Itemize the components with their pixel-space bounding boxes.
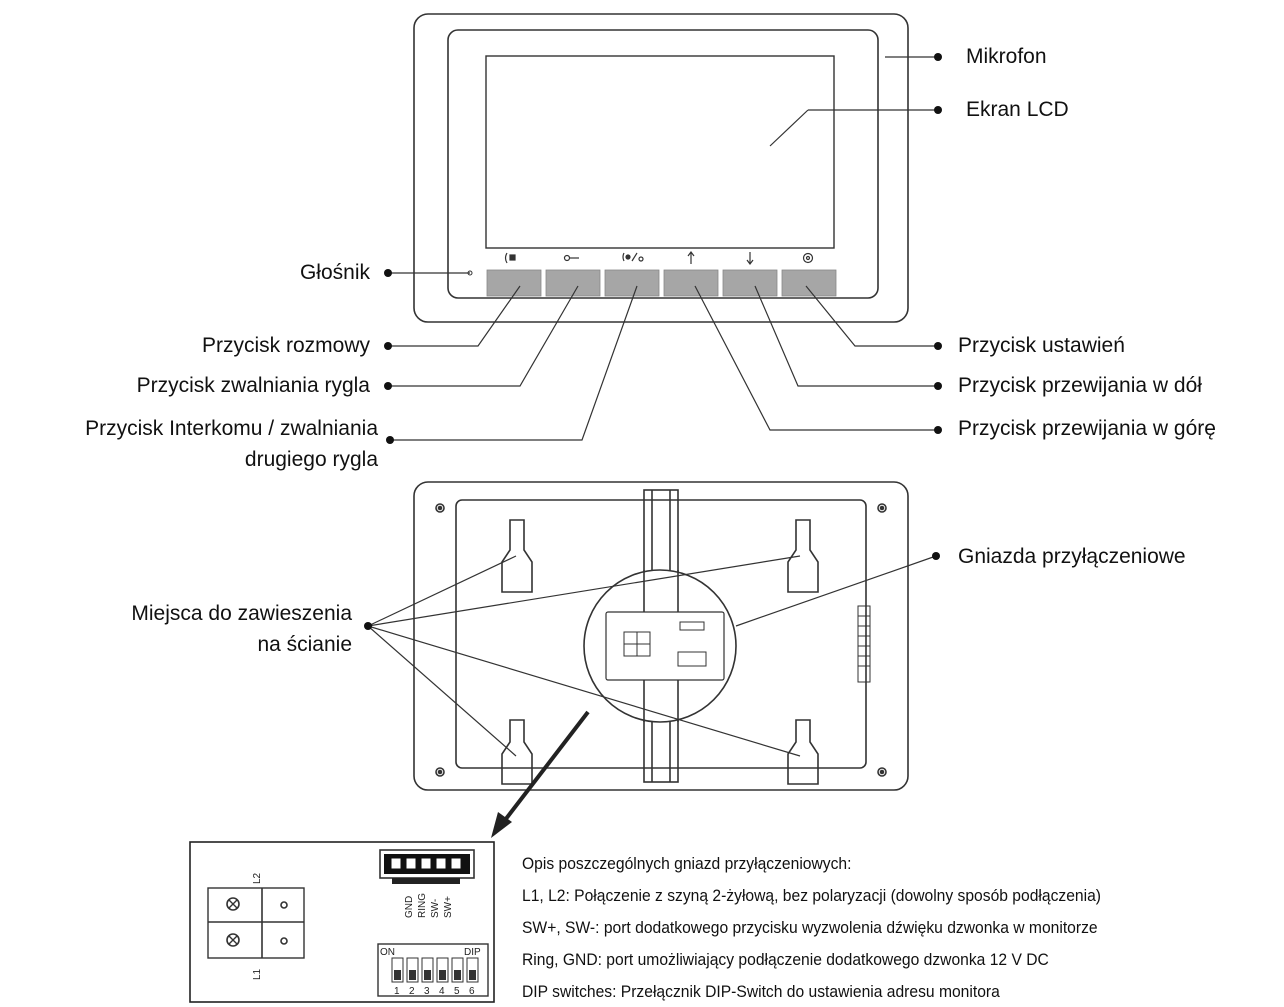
label-ekran-lcd: Ekran LCD [966, 98, 1069, 121]
intercom-button[interactable] [604, 269, 660, 297]
handset-icon [504, 252, 516, 264]
label-l2: L2 [252, 872, 263, 884]
settings-icon [802, 252, 814, 264]
arrow-down-icon [746, 252, 754, 265]
scroll-down-button[interactable] [722, 269, 778, 297]
description-line: DIP switches: Przełącznik DIP-Switch do … [522, 982, 1000, 1001]
label-przycisk-ustawien: Przycisk ustawień [958, 334, 1125, 357]
label-miejsca-zawieszenia: Miejsca do zawieszenia [131, 602, 352, 625]
label-przycisk-interkomu-2: drugiego rygla [244, 448, 378, 471]
dip-number: 1 [394, 986, 400, 997]
connector-zoom-circle [583, 569, 737, 723]
label-przewijania-w-dol: Przycisk przewijania w dół [958, 374, 1202, 397]
description-line: L1, L2: Połączenie z szyną 2-żyłową, bez… [522, 886, 1101, 905]
intercom-key-icon [622, 252, 644, 262]
unlock-button[interactable] [545, 269, 601, 297]
label-sw-plus: SW+ [443, 896, 454, 918]
label-gniazda: Gniazda przyłączeniowe [958, 545, 1186, 568]
label-przewijania-w-gore: Przycisk przewijania w górę [958, 417, 1216, 440]
key-icon [563, 254, 579, 262]
label-sw-minus: SW- [430, 899, 441, 918]
label-mikrofon: Mikrofon [966, 45, 1047, 68]
connector-detail [189, 841, 495, 1003]
settings-button[interactable] [781, 269, 837, 297]
dip-number: 4 [439, 986, 445, 997]
label-przycisk-rozmowy: Przycisk rozmowy [201, 334, 370, 357]
arrow-up-icon [687, 251, 695, 264]
label-on: ON [380, 947, 395, 958]
label-l1: L1 [252, 968, 263, 980]
label-przycisk-interkomu: Przycisk Interkomu / zwalniania [85, 417, 378, 440]
label-przycisk-rygla: Przycisk zwalniania rygla [136, 374, 370, 397]
dip-number: 6 [469, 986, 475, 997]
monitor-rear [413, 481, 909, 791]
label-ring: RING [417, 893, 428, 918]
dip-number: 2 [409, 986, 415, 997]
label-gnd: GND [404, 896, 415, 918]
label-dip: DIP [464, 947, 481, 958]
label-miejsca-zawieszenia-2: na ścianie [257, 633, 352, 656]
description-line: Ring, GND: port umożliwiający podłączeni… [522, 950, 1049, 969]
description-line: SW+, SW-: port dodatkowego przycisku wyz… [522, 918, 1098, 937]
label-glosnik: Głośnik [299, 261, 370, 284]
lcd-screen [485, 55, 835, 249]
dip-number: 5 [454, 986, 460, 997]
monitor-front [413, 13, 909, 323]
talk-button[interactable] [486, 269, 542, 297]
description-title: Opis poszczególnych gniazd przyłączeniow… [522, 854, 852, 873]
scroll-up-button[interactable] [663, 269, 719, 297]
dip-number: 3 [424, 986, 430, 997]
button-row [486, 269, 837, 297]
